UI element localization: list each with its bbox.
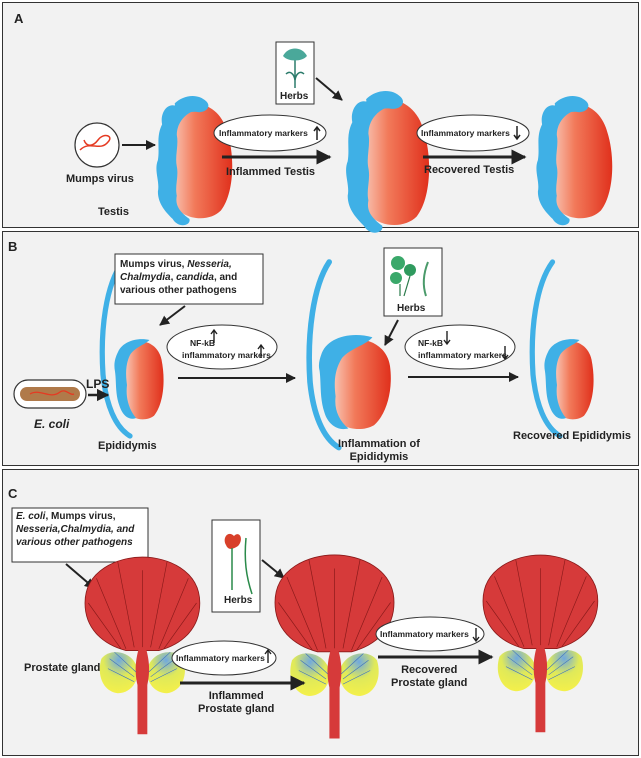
organ-label-b: Epididymis (98, 440, 157, 452)
inflamed-epi-line2: Epididymis (349, 451, 409, 463)
recovered-prostate-line1: Recovered (401, 664, 458, 676)
pathogen-box-c: E. coli, Mumps virus, Nesseria,Chalmydia… (16, 510, 134, 549)
marker-down-label-c: Inflammatory markers (380, 629, 469, 639)
nfkb-down-label: NF-kB (418, 338, 444, 348)
panel-b-letter: B (8, 239, 18, 254)
ecoli-label-b: E. coli (34, 417, 70, 431)
pathogen-b-line1b: Nesseria, (187, 259, 232, 270)
pathogen-box-b: Mumps virus, Nesseria, Chalmydia, candid… (120, 258, 237, 297)
pathogen-b-line2b: , (170, 272, 174, 283)
bacterium-icon (20, 387, 80, 401)
inflamed-epididymis-label: Inflammation of Epididymis (338, 438, 420, 464)
organ-label-c: Prostate gland (24, 662, 101, 674)
marker-down-label-a: Inflammatory markers (421, 128, 510, 138)
panel-b-art (13, 247, 594, 448)
panel-c-art (11, 507, 599, 739)
virus-circle-icon (74, 122, 120, 168)
recovered-prostate-line2: Prostate gland (391, 677, 468, 689)
prostate-recovered (482, 554, 599, 733)
pathogen-label-a: Mumps virus (66, 173, 134, 185)
epididymis-inflamed (309, 262, 391, 448)
markers-down-label-b: inflammatory markers (418, 350, 507, 360)
markers-up-label-b: inflammatory markers (182, 350, 271, 360)
panel-a-art (74, 41, 613, 233)
pathogen-b-line2a: Chalmydia (120, 272, 171, 283)
herbs-label-a: Herbs (280, 91, 309, 102)
pathogen-b-line2c: candida (176, 272, 214, 283)
panel-a (2, 2, 639, 228)
panel-a-letter: A (14, 11, 24, 26)
pathogen-c-line3: various other pathogens (16, 537, 133, 548)
prostate-inflamed (274, 554, 395, 739)
epididymis-recovered (532, 262, 593, 436)
inflamed-epi-line1: Inflammation of (338, 438, 420, 450)
herbs-label-c: Herbs (224, 595, 253, 606)
pathogen-b-line3: various other pathogens (120, 285, 237, 296)
pathogen-c-line1a: E. coli (16, 511, 46, 522)
inflamed-prostate-line1: Inflammed (208, 690, 264, 702)
pathogen-b-line2d: , and (213, 272, 238, 283)
testis-normal (156, 95, 233, 226)
recovered-epididymis-label: Recovered Epididymis (513, 430, 631, 442)
inflamed-testis-label: Inflammed Testis (226, 166, 316, 178)
recovered-testis-label: Recovered Testis (424, 164, 515, 176)
inflamed-prostate-label: Inflammed Prostate gland (198, 690, 274, 716)
herbs-label-b: Herbs (397, 303, 426, 314)
marker-up-label-c: Inflammatory markers (176, 653, 265, 663)
pathogen-b-line1: Mumps virus, (120, 259, 185, 270)
testis-inflamed (346, 91, 430, 233)
prostate-normal (84, 556, 201, 735)
pathogen-c-line1b: , Mumps virus, (45, 511, 116, 522)
nfkb-up-label: NF-kB (190, 338, 216, 348)
inflamed-prostate-line2: Prostate gland (198, 703, 275, 715)
marker-up-label-a: Inflammatory markers (219, 128, 308, 138)
lps-label: LPS (86, 377, 110, 391)
recovered-prostate-label: Recovered Prostate gland (391, 664, 467, 690)
organ-label-a: Testis (98, 206, 129, 218)
panel-c-letter: C (8, 486, 18, 501)
testis-recovered (536, 95, 613, 226)
pathogen-c-line2: Nesseria,Chalmydia, and (16, 524, 135, 535)
